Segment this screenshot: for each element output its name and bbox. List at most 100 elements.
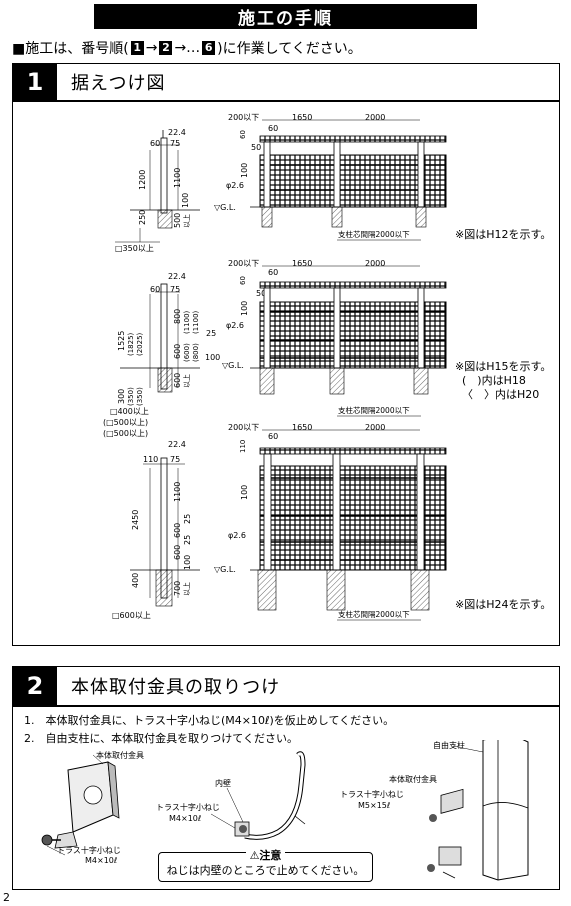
- dim-label: 700: [173, 581, 182, 596]
- diagram-note: 〈 〉内はH20: [462, 387, 539, 401]
- screw-label: トラス十字小ねじ: [340, 789, 404, 799]
- dim-label: 600: [173, 373, 182, 388]
- dim-label: (1100): [183, 310, 191, 334]
- dim-label: (2025): [136, 332, 144, 356]
- dim-label: 1200: [138, 170, 147, 190]
- section-title: 本体取付金具の取りつけ: [71, 677, 281, 698]
- dim-label: 以上: [182, 374, 191, 388]
- dim-label: 100: [205, 353, 220, 362]
- installation-diagram-h24: 22.4 110 75 2450 1100 600 25 600 25 100 …: [112, 423, 551, 621]
- inner-wall-illustration: [210, 751, 306, 840]
- bracket-label: 本体取付金具: [389, 774, 437, 784]
- dim-label: 2450: [131, 510, 140, 530]
- screw-label: トラス十字小ねじ: [57, 845, 121, 855]
- section-1-panel: 1 据えつけ図: [12, 63, 560, 646]
- dim-label: 50: [251, 143, 261, 152]
- screw-size-label: M5×15ℓ: [358, 801, 390, 810]
- dim-label: 100: [240, 301, 249, 316]
- section-number: 2: [13, 667, 57, 705]
- free-post-label: 自由支柱: [433, 740, 465, 750]
- diagram-note: ※図はH15を示す。: [455, 360, 551, 373]
- bracket-illustrations: 本体取付金具 トラス十字小ねじ M4×10ℓ 内壁 トラス十字小ねじ M4×10…: [41, 740, 529, 881]
- dim-label: (350): [127, 387, 135, 406]
- screw-size-label: M4×10ℓ: [85, 856, 117, 865]
- screw-label: トラス十字小ねじ: [156, 802, 220, 812]
- dim-label: 22.4: [168, 440, 186, 449]
- dim-label: φ2.6: [228, 531, 246, 540]
- divider: [13, 705, 559, 707]
- dim-label: 22.4: [168, 272, 186, 281]
- dim-label: 100: [181, 193, 190, 208]
- page-title: 施工の手順: [94, 4, 477, 29]
- divider: [13, 100, 559, 102]
- installation-diagram-h15: 22.4 60 75 1525 (1825) (2025) 800 (1100)…: [103, 259, 551, 438]
- base-size-label: □400以上: [110, 407, 149, 416]
- dim-label: 60: [239, 276, 247, 285]
- dim-label: 300: [117, 389, 126, 404]
- page-number: 2: [3, 891, 10, 904]
- dim-label: 600: [173, 523, 182, 538]
- ground-level-label: ▽G.L.: [222, 361, 244, 370]
- dim-label: 75: [170, 285, 180, 294]
- step-number-badge: 2: [159, 41, 173, 55]
- dim-label: 50: [256, 289, 266, 298]
- section-2-panel: 2 本体取付金具の取りつけ: [12, 666, 560, 890]
- dim-label: 200以下: [228, 423, 259, 432]
- inner-wall-label: 内壁: [215, 778, 231, 788]
- caution-title: ⚠注意: [245, 849, 286, 862]
- ground-level-label: ▽G.L.: [214, 565, 236, 574]
- diagram-note: ( )内はH18: [462, 373, 526, 387]
- side-view: 22.4 110 75 2450 1100 600 25 600 25 100 …: [112, 440, 200, 620]
- dim-label: 500: [173, 213, 182, 228]
- ground-level-label: ▽G.L.: [214, 203, 236, 212]
- dim-label: 25: [206, 329, 216, 338]
- dim-label: 75: [170, 455, 180, 464]
- step-number-badge: 1: [130, 41, 144, 55]
- intro-arrow: →: [145, 40, 158, 56]
- dim-label: 1650: [292, 423, 312, 432]
- dim-label: 60: [150, 285, 160, 294]
- dim-label: (1825): [127, 332, 135, 356]
- section-number: 1: [13, 64, 57, 100]
- dim-label: 2000: [365, 113, 385, 122]
- intro-line: ■施工は、番号順( 1 → 2 →… 6 )に作業してください。: [12, 38, 362, 58]
- dim-label: 60: [268, 124, 278, 133]
- dim-label: 25: [183, 535, 192, 545]
- dim-label: 1650: [292, 259, 312, 268]
- dim-label: 60: [239, 130, 247, 139]
- bracket-label: 本体取付金具: [96, 750, 144, 760]
- dim-label: 110: [143, 455, 158, 464]
- dim-label: φ2.6: [226, 321, 244, 330]
- dim-label: 1525: [117, 331, 126, 351]
- dim-label: 以上: [182, 214, 191, 228]
- dim-label: 60: [268, 432, 278, 441]
- dim-label: (800): [192, 343, 200, 362]
- dim-label: (1100): [192, 310, 200, 334]
- dim-label: (600): [183, 343, 191, 362]
- dim-label: 以上: [182, 582, 191, 596]
- instruction-step-1: 1. 本体取付金具に、トラス十字小ねじ(M4×10ℓ)を仮止めしてください。: [24, 714, 395, 727]
- dim-label: 200以下: [228, 113, 259, 122]
- intro-arrow: →…: [174, 40, 201, 56]
- base-size-label: (□500以上): [103, 429, 148, 438]
- installation-diagram-h12: 22.4 60 75 1200 1100 100 250 500 以上 □350…: [115, 113, 551, 253]
- span-label: 支柱芯間隔2000以下: [338, 405, 410, 415]
- bracket-illustration: [41, 754, 120, 856]
- dim-label: 600: [173, 344, 182, 359]
- span-label: 支柱芯間隔2000以下: [338, 229, 410, 239]
- dim-label: 60: [268, 268, 278, 277]
- dim-label: 110: [239, 440, 247, 453]
- dim-label: 100: [240, 163, 249, 178]
- diagram-note: ※図はH24を示す。: [455, 598, 551, 611]
- side-view: 22.4 60 75 1200 1100 100 250 500 以上 □350…: [115, 128, 200, 253]
- dim-label: 60: [150, 139, 160, 148]
- front-view: 200以下 1650 2000 60 60 50 支柱芯間隔2000以下 100…: [214, 113, 447, 241]
- dim-label: 250: [138, 210, 147, 225]
- base-size-label: (□500以上): [103, 418, 148, 427]
- dim-label: (350): [136, 387, 144, 406]
- dim-label: 800: [173, 309, 182, 324]
- side-view: 22.4 60 75 1525 (1825) (2025) 800 (1100)…: [103, 272, 220, 438]
- free-post-illustration: [427, 740, 529, 881]
- dim-label: 1100: [173, 482, 182, 502]
- dim-label: 22.4: [168, 128, 186, 137]
